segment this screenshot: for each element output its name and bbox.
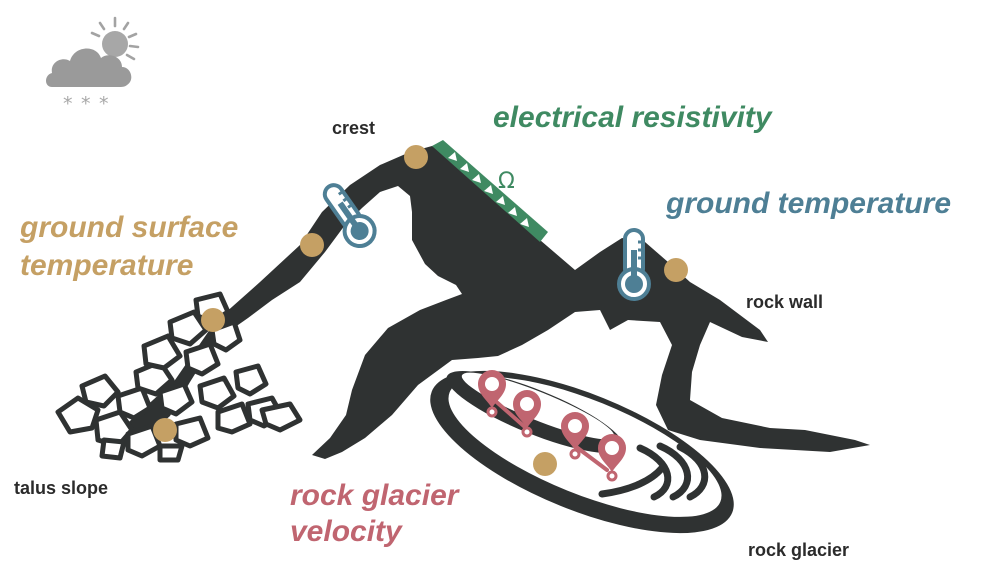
- crest-label: crest: [332, 118, 375, 139]
- thermometer-icon: [619, 230, 649, 299]
- gst-sensor-rock-wall: [664, 258, 688, 282]
- ground-surface-temperature-label-line1: ground surface: [20, 210, 238, 246]
- gst-sensor-talus: [153, 418, 177, 442]
- rock-glacier-velocity-label-line2: velocity: [290, 514, 402, 550]
- gst-sensor-mid-slope: [201, 308, 225, 332]
- rock-glacier-label: rock glacier: [748, 540, 849, 561]
- ground-surface-temperature-label-line2: temperature: [20, 248, 193, 284]
- rock-wall-label: rock wall: [746, 292, 823, 313]
- ohm-icon: Ω: [498, 169, 515, 194]
- gst-sensor-upper-slope: [300, 233, 324, 257]
- talus-slope-label: talus slope: [14, 478, 108, 499]
- svg-text:*: *: [99, 93, 109, 115]
- svg-text:*: *: [81, 93, 91, 115]
- electrical-resistivity-label: electrical resistivity: [493, 100, 772, 136]
- weather-icon: * * *: [46, 18, 138, 115]
- ground-temperature-label: ground temperature: [666, 186, 951, 222]
- sun-icon: [92, 18, 138, 59]
- gst-sensor-crest: [404, 145, 428, 169]
- gst-sensor-rock-glacier: [533, 452, 557, 476]
- rock-glacier-velocity-label-line1: rock glacier: [290, 478, 458, 514]
- svg-text:*: *: [63, 93, 73, 115]
- snow-icon: * * *: [63, 93, 109, 115]
